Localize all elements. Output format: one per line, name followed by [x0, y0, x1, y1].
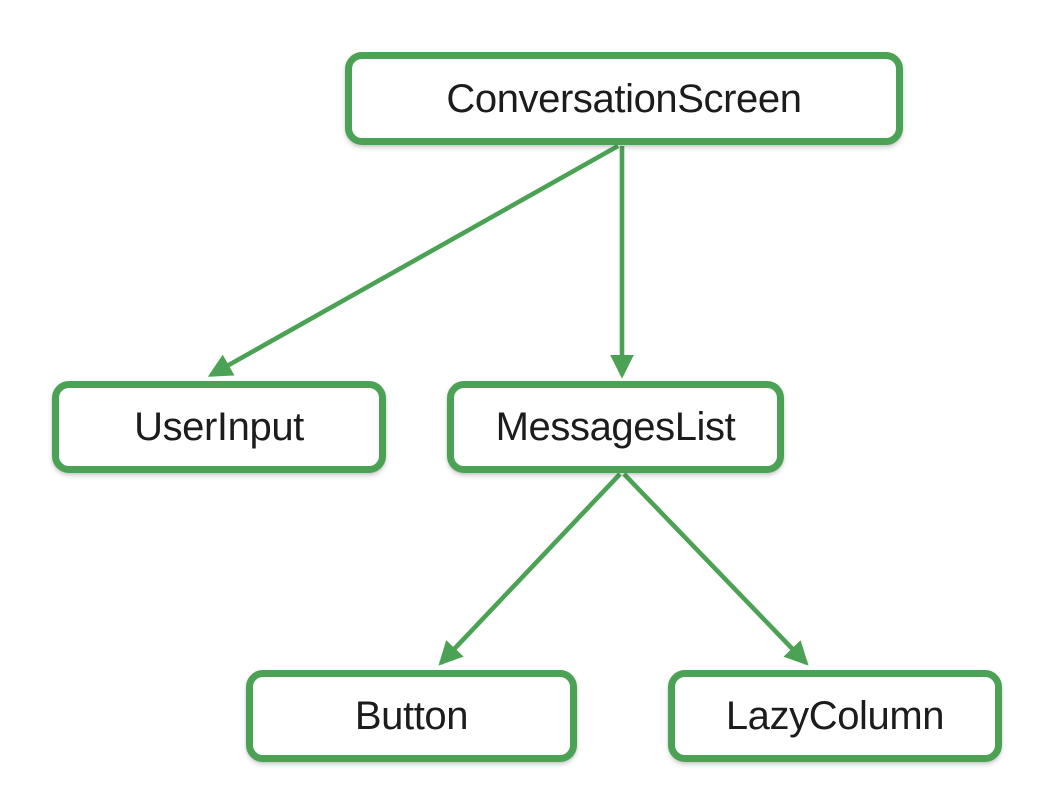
- edge-conversation-screen-to-user-input: [207, 143, 620, 378]
- node-label-lazy-column: LazyColumn: [725, 694, 945, 738]
- node-label-messages-list: MessagesList: [495, 405, 736, 449]
- node-label-user-input: UserInput: [134, 405, 304, 449]
- node-conversation-screen[interactable]: ConversationScreen: [345, 52, 903, 145]
- node-user-input[interactable]: UserInput: [52, 381, 386, 473]
- edge-messages-list-to-button: [438, 472, 622, 666]
- node-messages-list[interactable]: MessagesList: [447, 381, 784, 473]
- node-button[interactable]: Button: [246, 670, 577, 762]
- edge-messages-list-to-lazy-column: [622, 472, 809, 666]
- node-lazy-column[interactable]: LazyColumn: [668, 670, 1002, 762]
- node-label-conversation-screen: ConversationScreen: [446, 76, 802, 121]
- node-label-button: Button: [354, 694, 469, 738]
